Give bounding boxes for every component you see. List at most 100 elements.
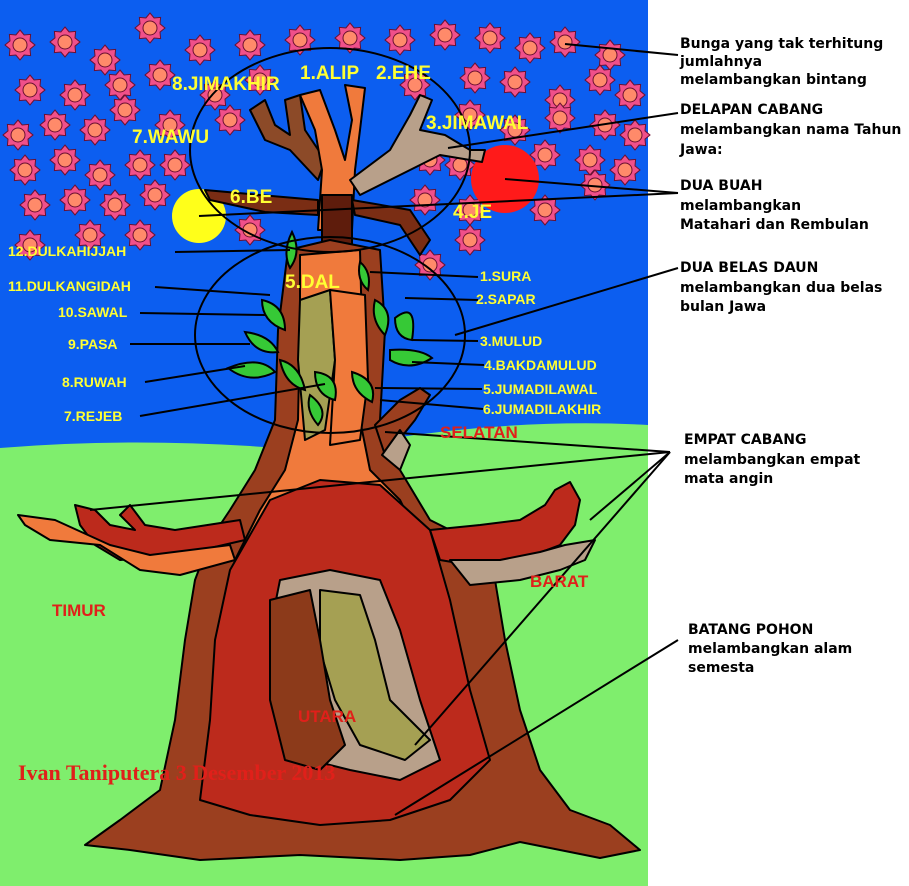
direction-branches: [17, 387, 596, 586]
leaves: [226, 229, 434, 427]
leaves-ring: [194, 236, 466, 434]
flower-icon: [59, 79, 91, 111]
flower-icon: [584, 64, 616, 96]
note-fruits: DUA BUAH melambangkan Matahari dan Rembu…: [680, 178, 869, 233]
month-label-8: 8.RUWAH: [62, 374, 127, 390]
flower-icon: [244, 64, 276, 96]
note-branches: DELAPAN CABANG melambangkan nama Tahun J…: [679, 102, 901, 158]
note-fruits-line-2: melambangkan: [680, 198, 801, 214]
flower-icon: [49, 144, 81, 176]
flower-icon: [4, 29, 36, 61]
flower-icon: [574, 144, 606, 176]
year-label-8: 8.JIMAKHIR: [172, 74, 280, 95]
note-leaves-line-2: melambangkan dua belas: [680, 280, 882, 296]
note-branches-line-3: Jawa:: [679, 142, 723, 158]
month-label-10: 10.SAWAL: [58, 304, 128, 320]
year-label-2: 2.EHE: [376, 63, 431, 84]
note-leaves-line-3: bulan Jawa: [680, 299, 766, 315]
flower-icon: [234, 29, 266, 61]
note-stars-line-1: Bunga yang tak terhitung: [680, 36, 883, 52]
flower-icon: [14, 74, 46, 106]
flower-icon: [14, 229, 46, 261]
note-fruits-line-1: DUA BUAH: [680, 178, 762, 194]
main-trunk: [84, 239, 641, 861]
flower-icon: [144, 59, 176, 91]
flower-icon: [459, 62, 491, 94]
direction-east: TIMUR: [52, 601, 106, 620]
flower-icon: [454, 224, 486, 256]
flower-icon: [429, 19, 461, 51]
direction-west: BARAT: [530, 572, 589, 591]
note-four-branches-line-1: EMPAT CABANG: [684, 432, 806, 448]
month-label-4: 4.BAKDAMULUD: [484, 357, 597, 373]
note-fruits-line-3: Matahari dan Rembulan: [680, 217, 869, 233]
note-stars-line-2: jumlahnya: [679, 54, 762, 70]
flower-icon: [529, 194, 561, 226]
year-label-5: 5.DAL: [285, 272, 340, 293]
year-label-4: 4.JE: [453, 202, 492, 223]
direction-south: SELATAN: [440, 423, 518, 442]
flower-icon: [499, 66, 531, 98]
flower-icon: [384, 24, 416, 56]
flower-icon: [99, 189, 131, 221]
author-signature: Ivan Taniputera 3 Desember 2013: [18, 760, 335, 785]
flower-icon: [409, 184, 441, 216]
year-label-3: 3.JIMAWAL: [426, 113, 529, 134]
note-trunk-line-3: semesta: [688, 660, 754, 676]
flower-icon: [49, 26, 81, 58]
flower-icon: [2, 119, 34, 151]
leader-lines: [89, 43, 679, 816]
flower-icon: [104, 69, 136, 101]
note-four-branches: EMPAT CABANG melambangkan empat mata ang…: [684, 432, 861, 487]
note-four-branches-line-3: mata angin: [684, 471, 773, 487]
month-label-1: 1.SURA: [480, 268, 531, 284]
month-label-7: 7.REJEB: [64, 408, 122, 424]
flower-icon: [529, 139, 561, 171]
year-label-1: 1.ALIP: [300, 63, 359, 84]
note-branches-line-1: DELAPAN CABANG: [680, 102, 823, 118]
note-branches-line-2: melambangkan nama Tahun: [680, 122, 901, 138]
flower-icon: [414, 249, 446, 281]
month-label-9: 9.PASA: [68, 336, 118, 352]
note-leaves: DUA BELAS DAUN melambangkan dua belas bu…: [680, 260, 882, 315]
flower-icon: [474, 22, 506, 54]
month-label-5: 5.JUMADILAWAL: [483, 381, 598, 397]
flower-icon: [134, 12, 166, 44]
flower-icon: [9, 154, 41, 186]
note-four-branches-line-2: melambangkan empat: [684, 452, 861, 468]
flower-icon: [124, 149, 156, 181]
flower-icon: [89, 44, 121, 76]
flower-icon: [184, 34, 216, 66]
flower-icon: [619, 119, 651, 151]
flower-icon: [544, 102, 576, 134]
month-label-3: 3.MULUD: [480, 333, 542, 349]
month-label-12: 12.DULKAHIJJAH: [8, 243, 126, 259]
flower-icon: [109, 94, 141, 126]
branches-ring: [189, 47, 471, 253]
flower-icon: [84, 159, 116, 191]
note-stars-line-3: melambangkan bintang: [680, 72, 867, 88]
flower-icon: [454, 99, 486, 131]
month-label-11: 11.DULKANGIDAH: [8, 278, 131, 294]
flower-icon: [159, 149, 191, 181]
direction-north: UTARA: [298, 707, 356, 726]
year-label-7: 7.WAWU: [132, 127, 209, 148]
note-trunk: BATANG POHON melambangkan alam semesta: [688, 622, 852, 676]
flower-icon: [199, 79, 231, 111]
flower-icon: [214, 104, 246, 136]
flower-icon: [514, 32, 546, 64]
flower-icon: [139, 179, 171, 211]
year-label-6: 6.BE: [230, 187, 272, 208]
flower-icon: [614, 79, 646, 111]
note-trunk-line-2: melambangkan alam: [688, 641, 852, 657]
flower-icon: [79, 114, 111, 146]
note-stars: Bunga yang tak terhitung jumlahnya melam…: [679, 36, 883, 88]
flower-icon: [19, 189, 51, 221]
flower-icon: [334, 22, 366, 54]
flower-icon: [284, 24, 316, 56]
flower-icon: [549, 26, 581, 58]
flower-icon: [59, 184, 91, 216]
flower-icon: [609, 154, 641, 186]
note-leaves-line-1: DUA BELAS DAUN: [680, 260, 818, 276]
